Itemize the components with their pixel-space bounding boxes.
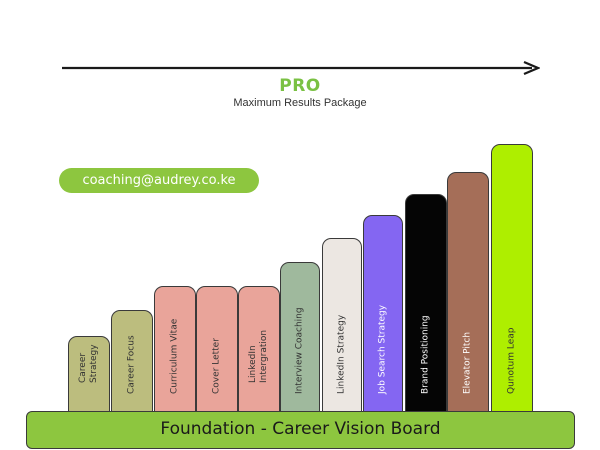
step-bar: Curriculum Vitae [154, 286, 196, 411]
step-bar: Interview Coaching [280, 262, 320, 411]
step-label: Career Focus [126, 335, 137, 394]
step-bar: Cover Letter [196, 286, 238, 411]
package-title: PRO [279, 76, 321, 96]
step-label: Brand Positioning [420, 315, 431, 394]
step-bar: Job Search Strategy [363, 215, 403, 411]
step-label: Career Strategy [78, 344, 99, 383]
step-label: LinkedIn Intergration [248, 329, 269, 383]
step-bar: LinkedIn Intergration [238, 286, 280, 411]
step-label: LinkedIn Strategy [336, 314, 347, 394]
step-bar: Career Focus [111, 310, 153, 411]
step-bar: Brand Positioning [405, 194, 447, 411]
step-label: Curriculum Vitae [169, 318, 180, 394]
progress-arrow [62, 60, 540, 76]
step-bar: Elevator Pitch [447, 172, 489, 411]
step-label: Cover Letter [211, 338, 222, 394]
step-bar: LinkedIn Strategy [322, 238, 362, 411]
step-label: Job Search Strategy [377, 304, 388, 394]
step-label: Qunotum Leap [506, 327, 517, 394]
step-bar: Qunotum Leap [491, 144, 533, 411]
package-subtitle: Maximum Results Package [233, 97, 367, 109]
foundation-bar: Foundation - Career Vision Board [26, 411, 575, 449]
step-bar: Career Strategy [68, 336, 110, 411]
step-label: Elevator Pitch [462, 331, 473, 394]
email-badge[interactable]: coaching@audrey.co.ke [59, 168, 259, 193]
step-label: Interview Coaching [294, 307, 305, 394]
